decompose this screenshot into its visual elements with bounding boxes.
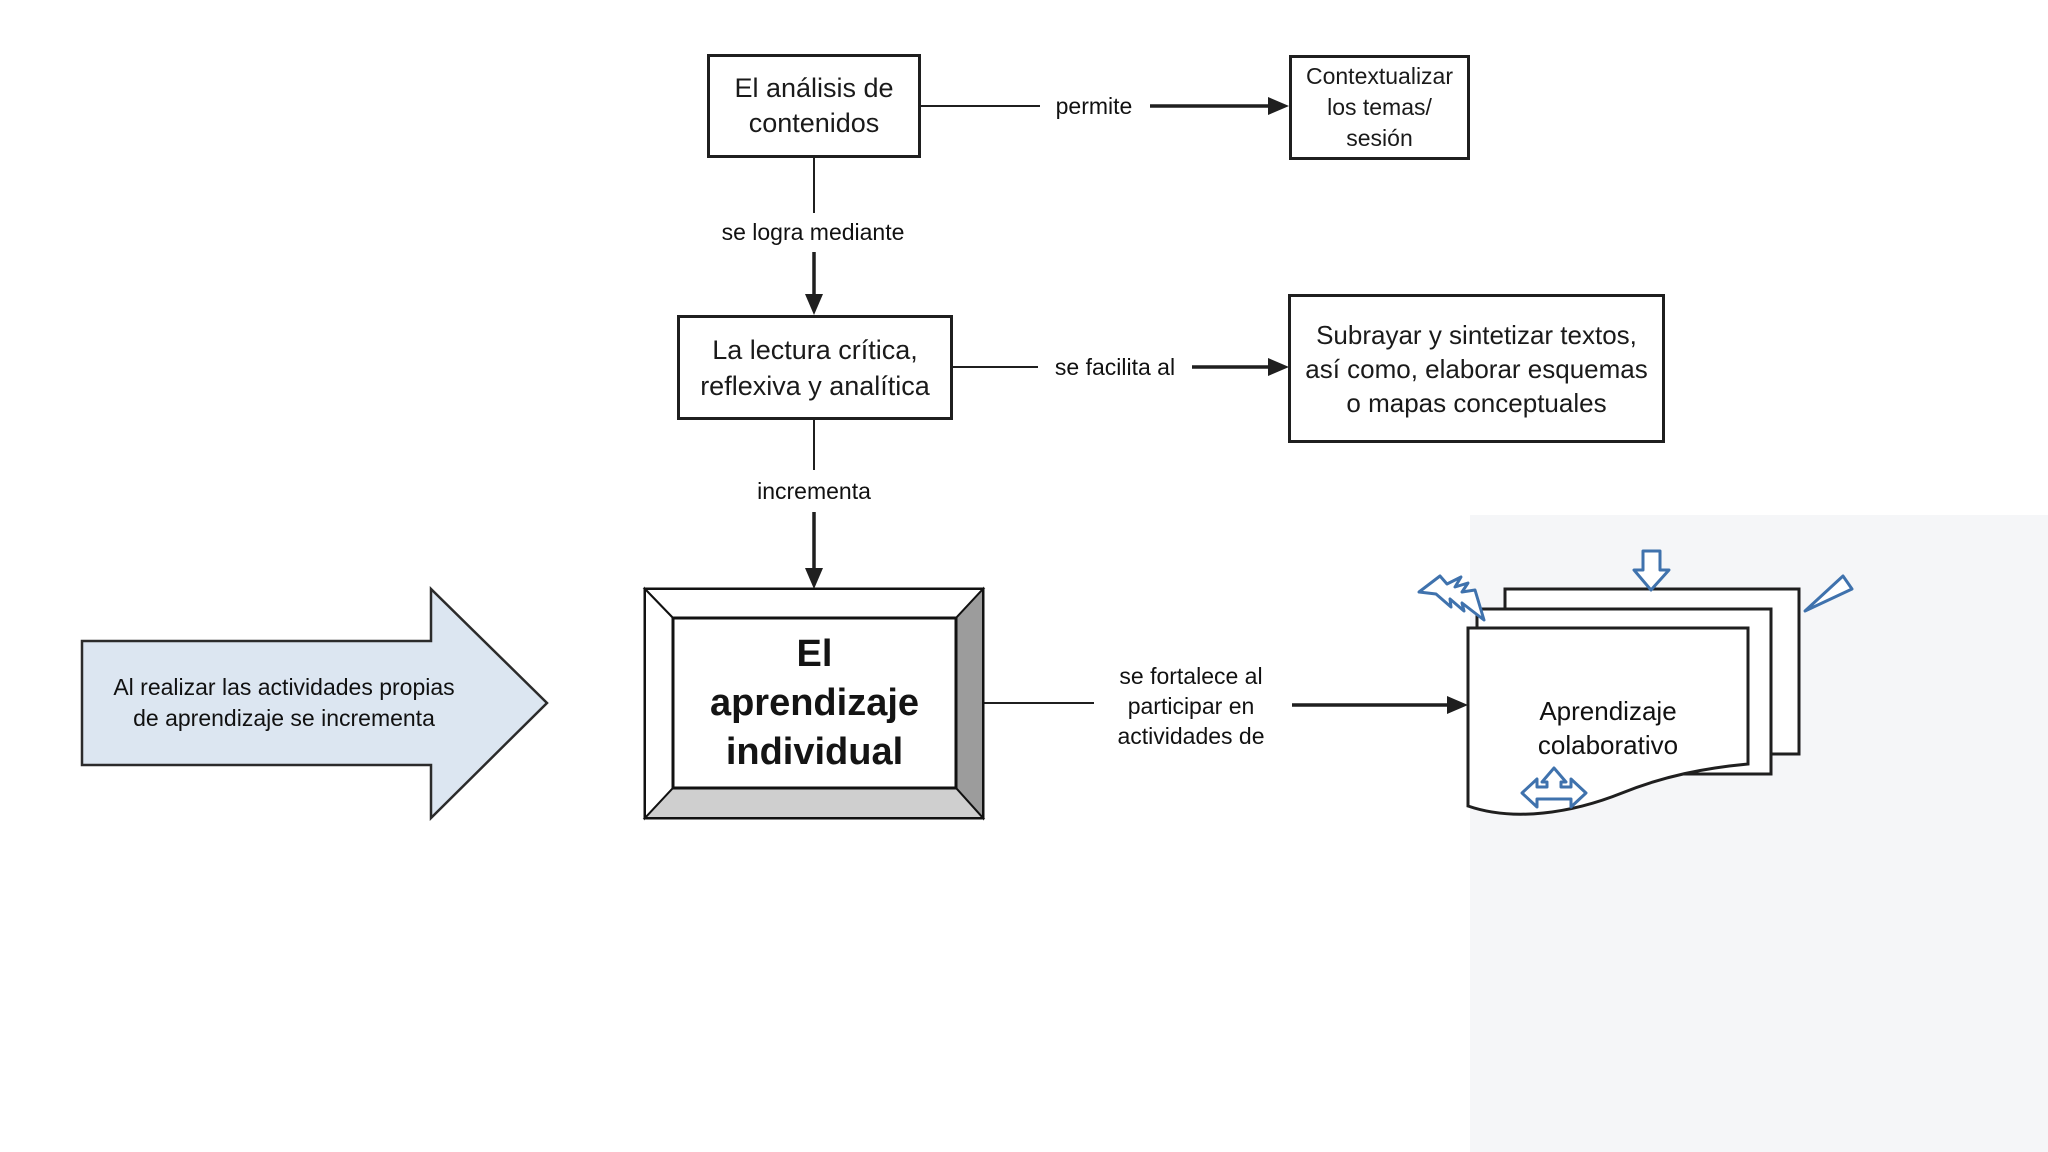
edge-label-text: incrementa <box>757 478 871 504</box>
callout-text-line: de aprendizaje se incrementa <box>133 705 435 731</box>
flash-triangle-icon <box>1803 574 1854 613</box>
edge-label-text: actividades de <box>1117 723 1265 749</box>
arrowhead-incrementa <box>805 568 823 589</box>
edge-label-permite: permite <box>1034 91 1154 121</box>
arrowhead-fortalece <box>1447 696 1468 714</box>
callout-text-line: Al realizar las actividades propias <box>113 674 455 700</box>
edge-label-text: participar en <box>1127 693 1255 719</box>
edge-label-text: se fortalece al <box>1119 663 1263 689</box>
callout-actividades: Al realizar las actividades propias de a… <box>84 672 484 734</box>
node-text: aprendizaje <box>709 681 920 724</box>
node-text: individual <box>725 730 904 773</box>
edge-label-se-logra-mediante: se logra mediante <box>713 217 913 247</box>
node-lectura-critica: La lectura crítica, reflexiva y analític… <box>677 315 953 420</box>
arrowhead-sefacilita <box>1268 358 1289 376</box>
node-text: El análisis de <box>734 73 894 103</box>
node-text: El <box>796 632 833 675</box>
node-text: Contextualizar <box>1305 63 1454 89</box>
callout-block-arrow <box>80 586 549 821</box>
node-text: sesión <box>1346 125 1413 151</box>
node-text: Aprendizaje <box>1539 696 1677 726</box>
edge-label-incrementa: incrementa <box>714 476 914 506</box>
node-text: o mapas conceptuales <box>1346 387 1607 418</box>
node-analisis-de-contenidos: El análisis de contenidos <box>707 54 921 158</box>
document-front <box>1466 626 1750 816</box>
node-aprendizaje-individual: El aprendizaje individual <box>673 618 956 788</box>
node-text: La lectura crítica, <box>712 334 918 365</box>
node-subrayar-sintetizar: Subrayar y sintetizar textos, así como, … <box>1288 294 1665 443</box>
node-text: colaborativo <box>1537 730 1679 760</box>
lightning-icon <box>1417 574 1486 622</box>
node-text: contenidos <box>748 108 880 138</box>
edge-label-text: se facilita al <box>1054 354 1176 380</box>
down-arrow-icon <box>1632 549 1671 592</box>
three-way-arrow-icon <box>1520 766 1588 809</box>
edge-label-se-fortalece: se fortalece al participar en actividade… <box>1108 661 1274 751</box>
node-text: así como, elaborar esquemas <box>1305 353 1648 384</box>
edge-label-text: permite <box>1055 93 1133 119</box>
edge-label-text: se logra mediante <box>721 219 905 245</box>
arrowhead-selogra <box>805 294 823 315</box>
node-text: reflexiva y analítica <box>700 370 930 401</box>
edge-label-se-facilita-al: se facilita al <box>1040 352 1190 382</box>
arrowhead-permite <box>1268 97 1289 115</box>
node-aprendizaje-colaborativo: Aprendizaje colaborativo <box>1488 694 1728 762</box>
node-contextualizar: Contextualizar los temas/ sesión <box>1289 55 1470 160</box>
node-text: los temas/ <box>1327 94 1432 120</box>
framed-box-aprendizaje-individual <box>642 586 986 821</box>
node-text: Subrayar y sintetizar textos, <box>1316 319 1637 350</box>
